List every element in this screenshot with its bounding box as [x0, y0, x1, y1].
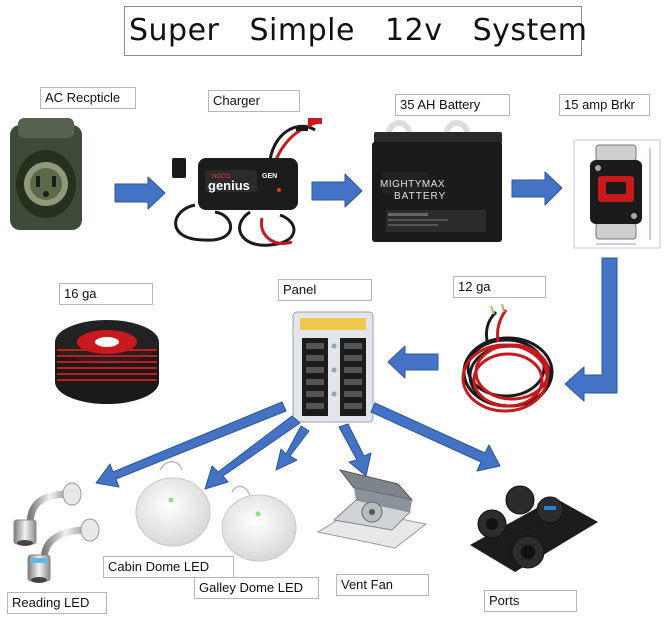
spool-16ga-image	[55, 320, 159, 404]
charger-model-text: GEN	[262, 173, 277, 180]
label-ports: Ports	[484, 590, 577, 612]
label-ac-receptacle: AC Recpticle	[40, 87, 136, 109]
cabin-dome-led-image	[135, 461, 211, 547]
battery-image: MIGHTYMAX BATTERY	[372, 120, 502, 242]
battery-brand-text-2: BATTERY	[394, 191, 446, 202]
wire-12ga-image	[461, 303, 554, 413]
breaker-image	[573, 139, 661, 249]
arrow-receptacle-to-charger	[114, 176, 166, 210]
arrow-panel-to-ports	[370, 402, 501, 472]
battery-brand-text: MIGHTYMAX	[380, 179, 445, 190]
charger-image: NOCO genius GEN	[172, 118, 322, 247]
arrow-panel-to-vent-fan	[338, 423, 372, 477]
reading-led-image	[13, 482, 100, 583]
label-reading-led: Reading LED	[7, 592, 107, 614]
arrow-charger-to-battery	[311, 173, 363, 208]
vent-fan-image	[316, 469, 428, 549]
arrow-panel-to-cabin-dome	[204, 415, 301, 490]
label-cabin-dome-led: Cabin Dome LED	[103, 556, 234, 578]
label-battery: 35 AH Battery	[395, 94, 510, 116]
arrow-12ga-to-panel	[387, 345, 439, 379]
label-panel: Panel	[278, 279, 372, 301]
label-galley-dome-led: Galley Dome LED	[194, 577, 319, 599]
fuse-panel-image	[292, 311, 374, 423]
arrow-battery-to-breaker	[511, 171, 563, 206]
arrow-panel-to-galley-dome	[275, 425, 310, 471]
label-breaker: 15 amp Brkr	[559, 94, 650, 116]
label-charger: Charger	[208, 90, 300, 112]
arrow-panel-to-reading-led	[95, 401, 287, 488]
label-16ga: 16 ga	[59, 283, 153, 305]
label-vent-fan: Vent Fan	[336, 574, 429, 596]
arrow-breaker-to-12ga	[564, 257, 618, 402]
ports-image	[470, 485, 598, 572]
diagram-title: Super Simple 12v System	[124, 6, 587, 56]
charger-brand-text: NOCO	[212, 174, 230, 180]
charger-name-text: genius	[208, 178, 250, 193]
galley-dome-led-image	[221, 485, 297, 562]
label-12ga: 12 ga	[453, 276, 546, 298]
ac-receptacle-image	[10, 118, 82, 230]
